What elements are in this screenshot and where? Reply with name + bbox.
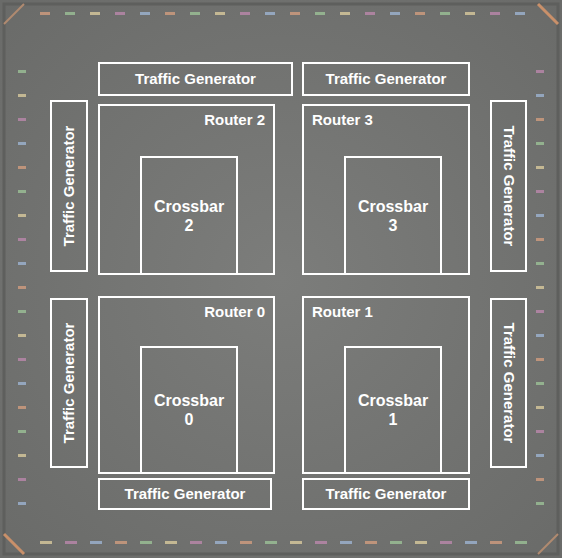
crossbar-label: Crossbar 2: [149, 196, 229, 234]
router-block: Router 1 Crossbar 1: [302, 296, 470, 474]
generator-box: Traffic Generator: [302, 478, 470, 510]
router-block: Router 0 Crossbar 0: [98, 296, 275, 474]
generator-box: Traffic Generator: [50, 100, 88, 272]
generator-label: Traffic Generator: [135, 70, 256, 88]
crossbar-label: Crossbar 0: [149, 391, 229, 429]
bond-pads: [18, 12, 544, 544]
router-block: Router 2 Crossbar 2: [98, 104, 275, 275]
generator-label: Traffic Generator: [500, 126, 518, 247]
generator-box: Traffic Generator: [490, 298, 527, 468]
router-label: Router 0: [204, 303, 265, 321]
generator-box: Traffic Generator: [98, 478, 272, 510]
generator-label: Traffic Generator: [326, 70, 447, 88]
router-label: Router 2: [204, 111, 265, 129]
router-label: Router 3: [312, 111, 373, 129]
generator-label: Traffic Generator: [500, 323, 518, 444]
crossbar-block: Crossbar 3: [344, 156, 442, 275]
generator-label: Traffic Generator: [60, 323, 78, 444]
router-block: Router 3 Crossbar 3: [302, 104, 470, 275]
crossbar-block: Crossbar 1: [344, 346, 442, 474]
generator-box: Traffic Generator: [98, 62, 293, 96]
generator-label: Traffic Generator: [60, 126, 78, 247]
generator-label: Traffic Generator: [326, 485, 447, 503]
crossbar-block: Crossbar 0: [140, 346, 238, 474]
generator-box: Traffic Generator: [50, 298, 88, 468]
generator-label: Traffic Generator: [125, 485, 246, 503]
crossbar-block: Crossbar 2: [140, 156, 238, 275]
generator-box: Traffic Generator: [302, 62, 470, 96]
crossbar-label: Crossbar 1: [353, 391, 433, 429]
router-label: Router 1: [312, 303, 373, 321]
crossbar-label: Crossbar 3: [353, 196, 433, 234]
generator-box: Traffic Generator: [490, 100, 527, 272]
